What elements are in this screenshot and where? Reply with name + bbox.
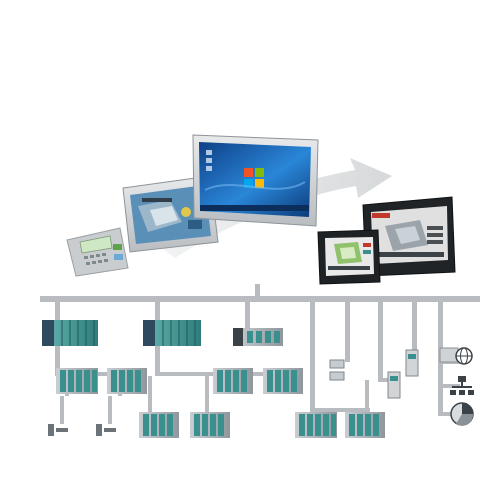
industrial-pc-widescreen <box>192 134 319 227</box>
mobile-panel-black-small <box>317 229 381 285</box>
io-station <box>56 368 98 394</box>
main-bus <box>40 296 480 302</box>
network-tree-icon <box>450 376 474 395</box>
io-station <box>345 412 385 438</box>
globe-icon <box>439 347 473 365</box>
industrial-network <box>40 284 480 438</box>
text-display-panel <box>66 227 129 277</box>
io-station <box>213 368 253 394</box>
mobile-panel-black-large <box>362 196 456 277</box>
drive-icon <box>329 349 419 399</box>
hmi-uplink <box>255 284 260 298</box>
sensor-icon <box>48 424 116 436</box>
plc-rack <box>233 328 283 346</box>
hmi-devices-group <box>66 134 456 285</box>
io-station <box>190 412 230 438</box>
io-station <box>295 412 337 438</box>
io-station <box>139 412 179 438</box>
plc-rack <box>42 320 98 346</box>
pie-chart-icon <box>450 402 474 426</box>
io-station <box>263 368 303 394</box>
windows-logo-icon <box>244 168 264 188</box>
plc-rack <box>143 320 201 346</box>
io-station <box>107 368 147 394</box>
